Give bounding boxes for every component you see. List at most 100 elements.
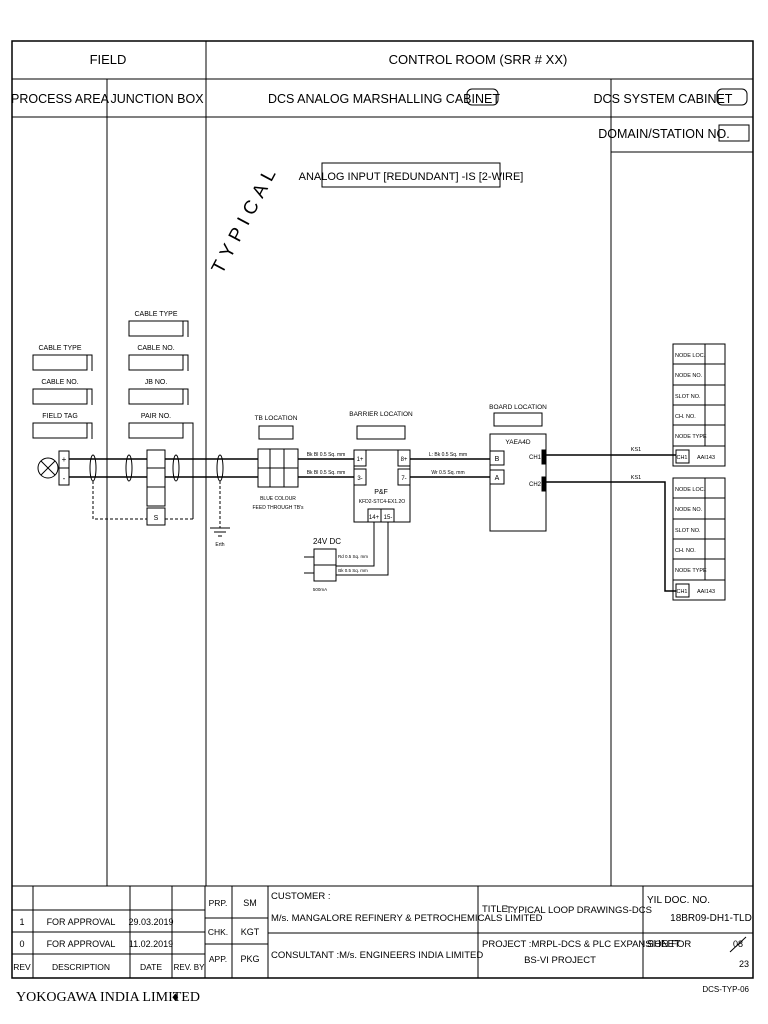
board-location-label: BOARD LOCATION xyxy=(489,404,547,411)
ch-no-label-1: CH. NO. xyxy=(675,414,696,420)
project-line-2: BS-VI PROJECT xyxy=(524,955,596,966)
field-terminal-minus: - xyxy=(63,474,66,483)
node-no-label-1: NODE NO. xyxy=(675,373,703,379)
field-tag-box xyxy=(32,422,88,439)
field-cable-no-box xyxy=(32,388,88,405)
wire-spec-2: Bk Bl 0.5 Sq. mm xyxy=(307,470,346,476)
ch-no-label-2: CH. NO. xyxy=(675,548,696,554)
jb-cable-no-label: CABLE NO. xyxy=(137,345,174,352)
drawing-code: DCS-TYP-06 xyxy=(702,985,749,994)
col-rev-by: REV. BY xyxy=(174,963,205,972)
consultant: CONSULTANT :M/s. ENGINEERS INDIA LIMITED xyxy=(271,950,483,961)
channel-tag-2: CH1 xyxy=(676,589,687,595)
col-date: DATE xyxy=(140,962,162,972)
rev-0-number: 0 xyxy=(19,939,24,949)
rev-0-date: 11.02.2019 xyxy=(129,939,173,949)
earth-label: Erth xyxy=(215,542,224,548)
rev-1-number: 1 xyxy=(19,917,24,927)
card-pin-ch1: CH1 xyxy=(529,455,542,461)
prp-label: PRP. xyxy=(209,898,228,908)
supply-note: 500mA xyxy=(313,587,327,592)
wire-spec-3: L: Bk 0.5 Sq. mm xyxy=(429,452,467,458)
barrier-model: KFD2-STC4-EX1.2O xyxy=(359,499,406,505)
tb-location-label: TB LOCATION xyxy=(255,415,298,422)
channel-value-2: AAI143 xyxy=(697,589,715,595)
barrier-location-label: BARRIER LOCATION xyxy=(349,411,413,418)
barrier-pin-15: 15- xyxy=(384,515,393,521)
barrier-pin-14: 14+ xyxy=(369,515,380,521)
customer-label: CUSTOMER : xyxy=(271,891,330,902)
rev-1-description: FOR APPROVAL xyxy=(47,917,116,927)
field-header: FIELD xyxy=(90,52,127,67)
marshalling-cabinet-id-box xyxy=(466,88,499,106)
io-card-name: YAEA4D xyxy=(505,439,530,446)
field-tag-label: FIELD TAG xyxy=(42,413,78,420)
barrier-pin-8: 8+ xyxy=(401,457,408,463)
drawing-border xyxy=(11,40,754,979)
supply-24vdc-label: 24V DC xyxy=(313,537,341,546)
typical-stamp: TYPICAL xyxy=(208,160,283,277)
system-cabinet-id-box xyxy=(716,88,748,106)
loop-title: ANALOG INPUT [REDUNDANT] -IS [2-WIRE] xyxy=(299,171,524,183)
transmitter-symbol xyxy=(37,457,59,479)
barrier-name: P&F xyxy=(374,489,388,496)
card-pin-a: A xyxy=(495,475,500,482)
rev-0-description: FOR APPROVAL xyxy=(47,939,116,949)
control-room-header: CONTROL ROOM (SRR # XX) xyxy=(389,52,568,67)
sheet-total: 23 xyxy=(739,959,749,969)
barrier-pin-1: 1+ xyxy=(357,457,364,463)
barrier-location-box xyxy=(356,425,406,440)
node-no-label-2: NODE NO. xyxy=(675,507,703,513)
col-description: DESCRIPTION xyxy=(52,962,110,972)
process-area-header: PROCESS AREA xyxy=(11,92,110,106)
customer-value: M/s. MANGALORE REFINERY & PETROCHEMICALS… xyxy=(271,913,543,924)
system-cabinet-header: DCS SYSTEM CABINET xyxy=(594,92,733,106)
jb-no-box xyxy=(128,388,184,405)
tb-location-box xyxy=(258,425,294,440)
chk-value: KGT xyxy=(241,927,260,937)
cable-ks1-top: KS1 xyxy=(631,447,641,453)
jb-terminal-block xyxy=(146,449,166,507)
app-value: PKG xyxy=(240,954,259,964)
jb-pair-no-box xyxy=(128,422,184,439)
field-cable-type-label: CABLE TYPE xyxy=(38,345,81,352)
supply-wire-1: Rd 0.5 Sq. mm xyxy=(338,554,368,559)
tb-note-line-1: BLUE COLOUR xyxy=(260,496,296,502)
jb-cable-type-label: CABLE TYPE xyxy=(134,311,177,318)
prp-value: SM xyxy=(243,898,257,908)
loop-title-box xyxy=(321,162,501,188)
jb-no-label: JB NO. xyxy=(145,379,168,386)
field-cable-no-label: CABLE NO. xyxy=(41,379,78,386)
barrier-pin-7: 7- xyxy=(401,476,406,482)
jb-shield-terminal xyxy=(146,507,166,526)
company-name: YOKOGAWA INDIA LIMITED xyxy=(16,990,200,1005)
field-cable-type-box xyxy=(32,354,88,371)
card-pin-ch2: CH2 xyxy=(529,482,542,488)
sheet-label: SHEET xyxy=(647,939,680,950)
doc-no-label: YIL DOC. NO. xyxy=(647,895,710,906)
slot-no-label-2: SLOT NO. xyxy=(675,528,701,534)
node-loc-label-2: NODE LOC. xyxy=(675,487,706,493)
supply-wire-2: Bk 0.5 Sq. mm xyxy=(338,568,368,573)
node-loc-label-1: NODE LOC. xyxy=(675,353,706,359)
channel-tag-1: CH1 xyxy=(676,455,687,461)
domain-station-box xyxy=(718,124,750,142)
barrier-pin-3: 3- xyxy=(357,476,362,482)
domain-station-header: DOMAIN/STATION NO. xyxy=(598,127,729,141)
marshalling-cabinet-header: DCS ANALOG MARSHALLING CABINET xyxy=(268,92,500,106)
cable-ks1-bottom: KS1 xyxy=(631,475,641,481)
card-pin-b: B xyxy=(495,456,500,463)
project-line-1: PROJECT :MRPL-DCS & PLC EXPANSION FOR xyxy=(482,939,691,950)
sheet-number: 08 xyxy=(733,939,743,949)
slot-no-label-1: SLOT NO. xyxy=(675,394,701,400)
title-label: TITLE : xyxy=(482,904,513,915)
jb-shield-label: S xyxy=(154,515,159,522)
jb-cable-no-box xyxy=(128,354,184,371)
wire-spec-1: Bk Bl 0.5 Sq. mm xyxy=(307,452,346,458)
rev-1-date: 29.03.2019 xyxy=(128,917,173,927)
wire-spec-4: Wr 0.5 Sq. mm xyxy=(431,470,464,476)
jb-pair-no-label: PAIR NO. xyxy=(141,413,171,420)
doc-no-value: 18BR09-DH1-TLD xyxy=(670,913,752,924)
node-type-label-1: NODE TYPE xyxy=(675,434,707,440)
